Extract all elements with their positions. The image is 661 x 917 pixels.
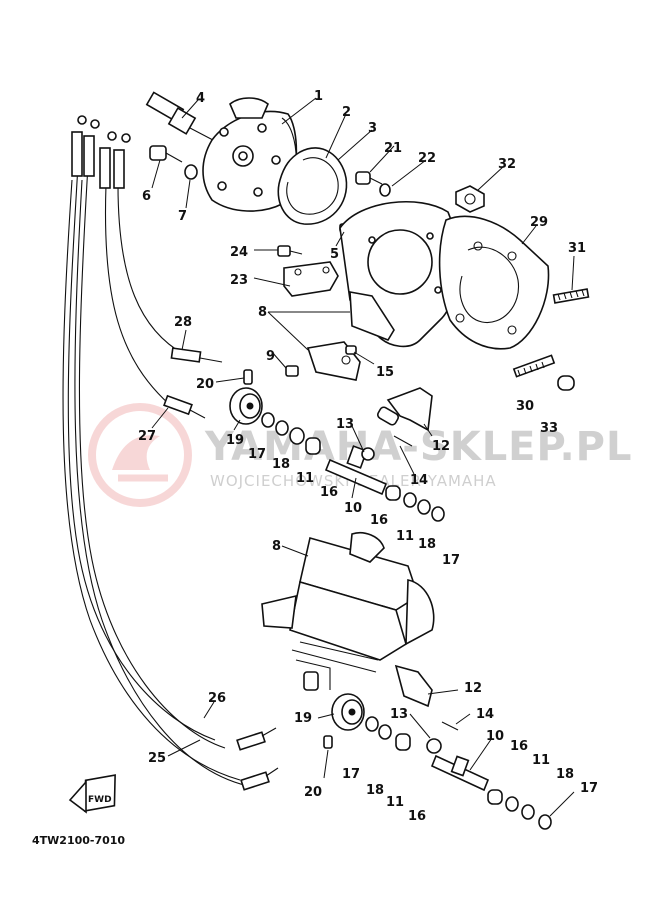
callout-32: 32	[498, 157, 516, 172]
callout-12-lower: 12	[464, 681, 482, 696]
callout-16-upper-b: 16	[370, 513, 388, 528]
fwd-label: FWD	[88, 795, 112, 805]
leader-lines	[151, 97, 575, 817]
callout-24: 24	[230, 245, 248, 260]
callout-4: 4	[196, 91, 205, 106]
callouts: 1 2 3 4 5 6 7 8 9 15 21 22 32 29 31 24 2…	[138, 89, 598, 824]
callout-1: 1	[314, 89, 323, 104]
nut-32	[455, 185, 485, 213]
callout-11-upper-b: 11	[396, 529, 414, 544]
bolt-21	[355, 171, 391, 197]
cylinder-head	[202, 97, 298, 212]
callout-6: 6	[142, 189, 151, 204]
shaft-10-lower	[430, 754, 490, 792]
callout-21: 21	[384, 141, 402, 156]
watermark-logo	[88, 403, 192, 507]
power-valve-upper	[285, 291, 395, 381]
callout-23: 23	[230, 273, 248, 288]
bracket-23	[277, 245, 339, 297]
callout-33: 33	[540, 421, 558, 436]
callout-18-lower-b: 18	[556, 767, 574, 782]
callout-9: 9	[266, 349, 275, 364]
callout-18-upper: 18	[272, 457, 290, 472]
callout-17-lower: 17	[342, 767, 360, 782]
fwd-arrow: FWD	[68, 774, 116, 814]
upper-spacer-set	[261, 412, 321, 455]
stud-31	[552, 288, 590, 304]
callout-11-upper: 11	[296, 471, 314, 486]
callout-31: 31	[568, 241, 586, 256]
callout-19-upper: 19	[226, 433, 244, 448]
spark-plug	[145, 91, 233, 151]
callout-20-lower: 20	[304, 785, 322, 800]
callout-20-upper: 20	[196, 377, 214, 392]
callout-16-lower-b: 16	[510, 739, 528, 754]
callout-29: 29	[530, 215, 548, 230]
callout-12-upper: 12	[432, 439, 450, 454]
stud-30	[512, 354, 556, 378]
callout-7: 7	[178, 209, 187, 224]
callout-14-lower: 14	[476, 707, 494, 722]
pulley-19-lower	[323, 693, 365, 749]
callout-3: 3	[368, 121, 377, 136]
callout-10-upper: 10	[344, 501, 362, 516]
throttle-cables	[62, 115, 279, 791]
lever-12-lower	[394, 664, 459, 754]
callout-19-lower: 19	[294, 711, 312, 726]
callout-17-lower-b: 17	[580, 781, 598, 796]
callout-17-upper: 17	[248, 447, 266, 462]
lower-spacer-set	[365, 716, 411, 751]
callout-15: 15	[376, 365, 394, 380]
cap-nut-33	[557, 375, 575, 391]
callout-18-lower: 18	[366, 783, 384, 798]
callout-13-upper: 13	[336, 417, 354, 432]
callout-5: 5	[330, 247, 339, 262]
head-gasket	[277, 147, 348, 225]
callout-18-upper-b: 18	[418, 537, 436, 552]
callout-14-upper: 14	[410, 473, 428, 488]
callout-8-lower: 8	[272, 539, 281, 554]
callout-27: 27	[138, 429, 156, 444]
watermark-title: YAMAHA-SKLEP.PL	[204, 424, 632, 470]
callout-26: 26	[208, 691, 226, 706]
callout-22: 22	[418, 151, 436, 166]
upper-right-spacer-set	[385, 485, 445, 522]
lower-right-spacer-set	[487, 789, 552, 830]
callout-30: 30	[516, 399, 534, 414]
callout-13-lower: 13	[390, 707, 408, 722]
diagram-code: 4TW2100-7010	[32, 834, 125, 847]
pulley-19-upper	[229, 369, 263, 425]
callout-16-upper: 16	[320, 485, 338, 500]
bolt-6	[149, 145, 198, 180]
callout-28: 28	[174, 315, 192, 330]
callout-11-lower: 11	[386, 795, 404, 810]
callout-11-lower-b: 11	[532, 753, 550, 768]
shaft-10-upper	[324, 445, 388, 496]
cylinder-base-gasket	[438, 215, 550, 350]
callout-16-lower: 16	[408, 809, 426, 824]
callout-2: 2	[342, 105, 351, 120]
callout-10-lower: 10	[486, 729, 504, 744]
power-valve-housing	[261, 532, 435, 691]
callout-25: 25	[148, 751, 166, 766]
callout-8-upper: 8	[258, 305, 267, 320]
callout-17-upper-b: 17	[442, 553, 460, 568]
